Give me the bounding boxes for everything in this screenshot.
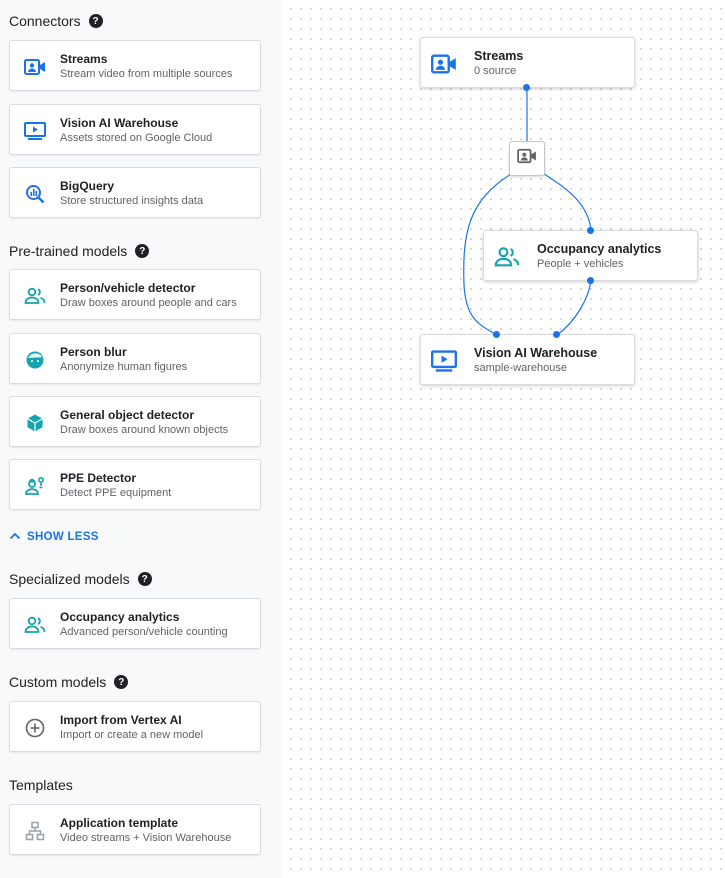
node-title: Vision AI Warehouse [474,346,598,360]
card-label: Vision AI Warehouse [60,116,179,130]
card-label: PPE Detector [60,471,137,485]
port-warehouse-in-right[interactable] [553,331,560,338]
card-description: Video streams + Vision Warehouse [60,832,232,844]
card-description: Assets stored on Google Cloud [60,132,213,144]
help-icon[interactable]: ? [88,14,103,28]
show-less-label: SHOW LESS [27,531,99,543]
video-camera-icon [431,51,457,77]
help-icon[interactable]: ? [137,572,152,586]
node-title: Occupancy analytics [537,242,662,256]
node-subtitle: 0 source [474,65,517,77]
model-card-general-object[interactable]: General object detector Draw boxes aroun… [9,396,261,447]
node-vision-ai-warehouse[interactable]: Vision AI Warehouse sample-warehouse [420,334,635,385]
node-occupancy-analytics[interactable]: Occupancy analytics People + vehicles [483,230,698,281]
ppe-icon [24,475,46,497]
face-icon [24,349,46,371]
model-card-person-vehicle[interactable]: Person/vehicle detector Draw boxes aroun… [9,269,261,320]
add-circle-icon [24,717,46,739]
help-icon[interactable]: ? [114,675,129,689]
custom-card-import-vertex[interactable]: Import from Vertex AI Import or create a… [9,701,261,752]
people-icon [494,244,520,270]
hierarchy-icon [24,820,46,842]
card-label: Occupancy analytics [60,610,180,624]
model-card-person-blur[interactable]: Person blur Anonymize human figures [9,333,261,384]
node-title: Streams [474,49,524,63]
graph-canvas[interactable] [282,0,725,878]
node-subtitle: sample-warehouse [474,362,567,374]
connector-card-streams[interactable]: Streams Stream video from multiple sourc… [9,40,261,91]
card-label: Person/vehicle detector [60,281,196,295]
card-label: Person blur [60,345,127,359]
play-screen-icon [431,348,457,374]
card-description: Draw boxes around known objects [60,424,229,436]
port-streams-out[interactable] [523,84,530,91]
connector-card-bigquery[interactable]: BigQuery Store structured insights data [9,167,261,218]
chevron-up-icon [9,531,21,543]
camera-junction-node[interactable] [509,141,545,176]
section-title-text: Pre-trained models [9,243,128,259]
video-camera-icon [24,56,46,78]
people-icon [24,285,46,307]
model-card-occupancy[interactable]: Occupancy analytics Advanced person/vehi… [9,598,261,649]
section-title-custom: Custom models ? [9,672,129,692]
card-description: Store structured insights data [60,195,204,207]
connector-card-warehouse[interactable]: Vision AI Warehouse Assets stored on Goo… [9,104,261,155]
card-label: General object detector [60,408,195,422]
section-title-text: Connectors [9,13,81,29]
section-title-text: Specialized models [9,571,130,587]
template-card-application[interactable]: Application template Video streams + Vis… [9,804,261,855]
section-title-specialized: Specialized models ? [9,569,152,589]
cube-icon [24,412,46,434]
section-title-text: Templates [9,777,73,793]
help-icon[interactable]: ? [135,244,150,258]
people-icon [24,614,46,636]
port-warehouse-in-left[interactable] [493,331,500,338]
port-occupancy-in[interactable] [587,227,594,234]
card-description: Detect PPE equipment [60,487,172,499]
video-camera-icon [517,148,537,169]
card-description: Draw boxes around people and cars [60,297,237,309]
card-description: Stream video from multiple sources [60,68,233,80]
section-title-pretrained: Pre-trained models ? [9,241,150,261]
node-streams[interactable]: Streams 0 source [420,37,635,88]
card-description: Import or create a new model [60,729,204,741]
bigquery-icon [24,183,46,205]
port-occupancy-out[interactable] [587,277,594,284]
section-title-text: Custom models [9,674,107,690]
card-label: BigQuery [60,179,115,193]
card-label: Import from Vertex AI [60,713,182,727]
model-card-ppe[interactable]: PPE Detector Detect PPE equipment [9,459,261,510]
card-label: Application template [60,816,179,830]
component-sidebar: Connectors ? Streams Stream video from m… [0,0,282,878]
card-label: Streams [60,52,108,66]
section-title-connectors: Connectors ? [9,11,103,31]
card-description: Anonymize human figures [60,361,188,373]
card-description: Advanced person/vehicle counting [60,626,228,638]
section-title-templates: Templates [9,775,73,795]
play-screen-icon [24,120,46,142]
node-subtitle: People + vehicles [537,258,624,270]
show-less-button[interactable]: SHOW LESS [9,531,99,543]
